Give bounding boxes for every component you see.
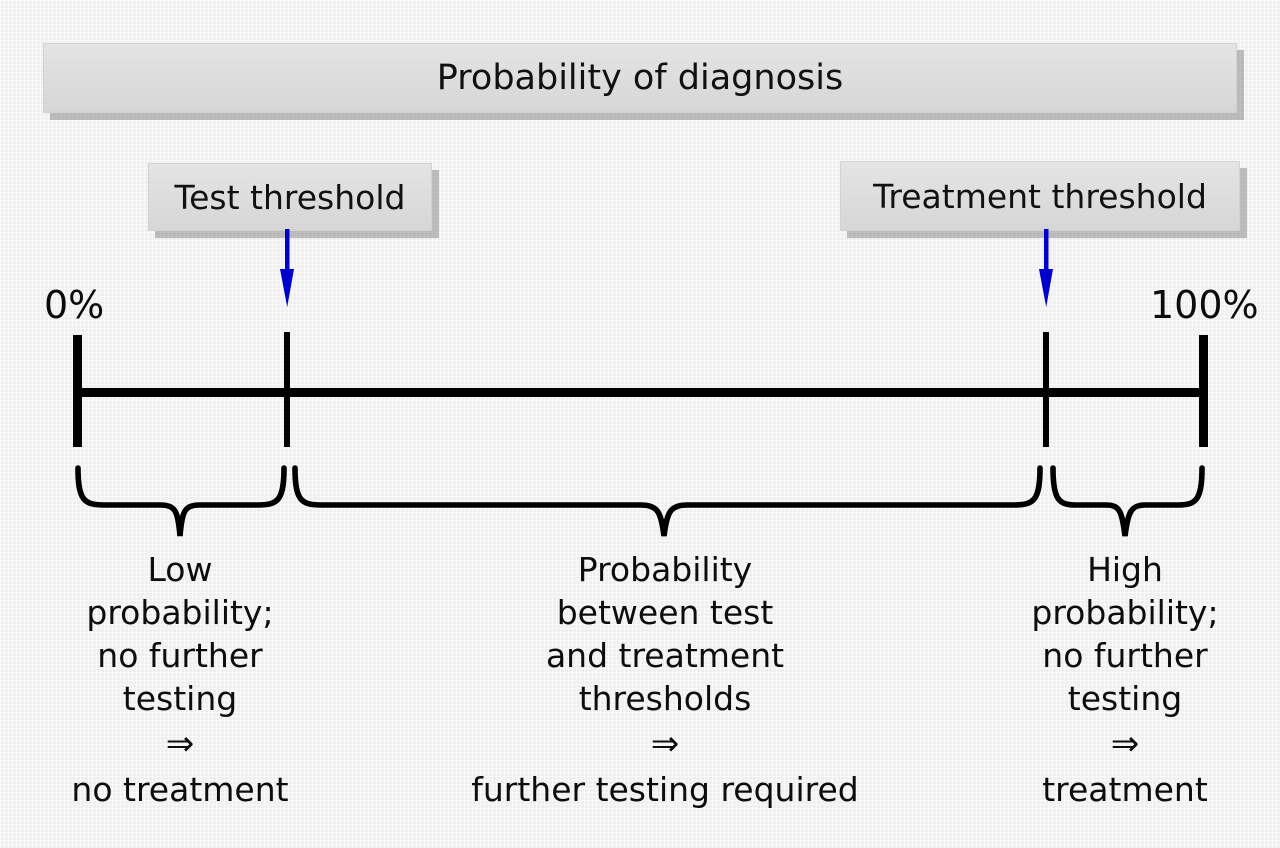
zone-high-line-1: High — [1087, 550, 1163, 589]
zone-low-line-1: Low — [147, 550, 213, 589]
zone-low-line-2: probability; — [86, 593, 274, 632]
axis-tick-treatment-threshold — [1043, 332, 1049, 447]
zone-high-line-4: testing — [1067, 679, 1183, 718]
zone-middle-line-4: thresholds — [578, 679, 752, 718]
zone-middle-line-3: and treatment — [545, 636, 785, 675]
axis-line — [75, 388, 1205, 397]
zone-low-conclusion: no treatment — [71, 770, 289, 809]
zone-middle-line-2: between test — [556, 593, 774, 632]
brace-high-zone — [1050, 465, 1205, 537]
zone-low-implies-icon: ⇒ — [165, 724, 195, 764]
axis-tick-0pct — [73, 335, 82, 447]
zone-low-line-3: no further — [97, 636, 263, 675]
page-title-text: Probability of diagnosis — [436, 58, 844, 98]
treatment-threshold-label-text: Treatment threshold — [873, 176, 1207, 216]
test-threshold-label: Test threshold — [148, 163, 432, 231]
zone-middle-conclusion: further testing required — [471, 770, 859, 809]
zone-high-implies-icon: ⇒ — [1110, 724, 1140, 764]
axis-tick-test-threshold — [284, 332, 290, 447]
zone-low-line-4: testing — [122, 679, 238, 718]
test-threshold-label-text: Test threshold — [174, 177, 406, 217]
zone-high-line-2: probability; — [1031, 593, 1219, 632]
treatment-threshold-arrow-icon — [1039, 229, 1053, 307]
treatment-threshold-label: Treatment threshold — [840, 161, 1240, 231]
axis-label-min: 0% — [44, 283, 105, 327]
axis-label-max: 100% — [1150, 283, 1259, 327]
zone-description-low: Low probability; no further testing ⇒ no… — [10, 548, 350, 812]
test-threshold-arrow-icon — [280, 229, 294, 307]
zone-high-conclusion: treatment — [1042, 770, 1208, 809]
brace-low-zone — [75, 465, 287, 537]
zone-description-middle: Probability between test and treatment t… — [400, 548, 930, 812]
page-title: Probability of diagnosis — [43, 43, 1237, 113]
zone-middle-line-1: Probability — [577, 550, 753, 589]
brace-middle-zone — [292, 465, 1043, 537]
zone-middle-implies-icon: ⇒ — [650, 724, 680, 764]
axis-tick-100pct — [1199, 335, 1208, 447]
zone-description-high: High probability; no further testing ⇒ t… — [975, 548, 1275, 812]
zone-high-line-3: no further — [1042, 636, 1208, 675]
